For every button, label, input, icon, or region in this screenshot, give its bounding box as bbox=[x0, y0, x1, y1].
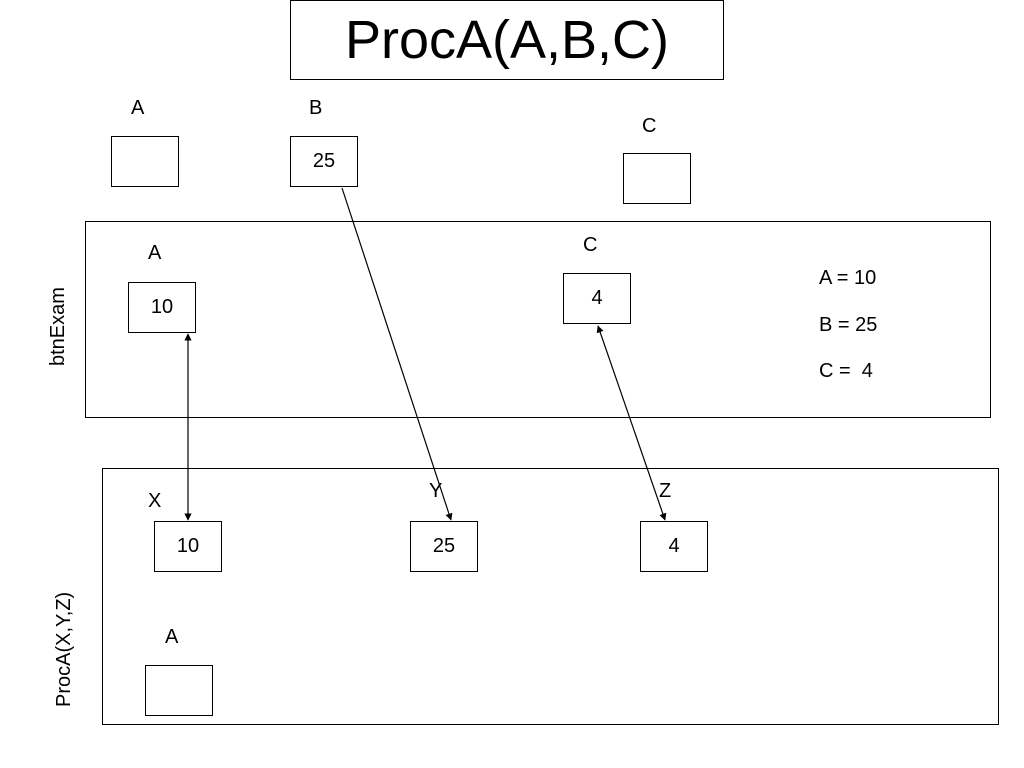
summary-b: B = 25 bbox=[819, 314, 878, 336]
btnexam-a-label: A bbox=[148, 242, 162, 264]
diagram-title: ProcA(A,B,C) bbox=[290, 0, 724, 80]
proca-x-box: 10 bbox=[154, 521, 222, 572]
btnexam-a-box: 10 bbox=[128, 282, 196, 333]
btnexam-c-box: 4 bbox=[563, 273, 631, 324]
arrow-b-to-y bbox=[341, 187, 453, 521]
proca-a-label: A bbox=[165, 626, 179, 648]
summary-a: A = 10 bbox=[819, 267, 877, 289]
proca-a-box bbox=[145, 665, 213, 716]
proca-panel bbox=[102, 468, 999, 725]
global-b-box: 25 bbox=[290, 136, 358, 187]
btnexam-c-label: C bbox=[583, 234, 598, 256]
global-c-box bbox=[623, 153, 691, 204]
global-a-label: A bbox=[131, 97, 145, 119]
proca-z-box: 4 bbox=[640, 521, 708, 572]
proca-y-label: Y bbox=[429, 480, 443, 502]
global-a-box bbox=[111, 136, 179, 187]
summary-c: C = 4 bbox=[819, 360, 873, 382]
proca-x-label: X bbox=[148, 490, 162, 512]
global-c-label: C bbox=[642, 115, 657, 137]
proca-y-box: 25 bbox=[410, 521, 478, 572]
global-b-label: B bbox=[309, 97, 323, 119]
arrow-c-to-z bbox=[596, 325, 667, 521]
btnexam-panel bbox=[85, 221, 991, 418]
